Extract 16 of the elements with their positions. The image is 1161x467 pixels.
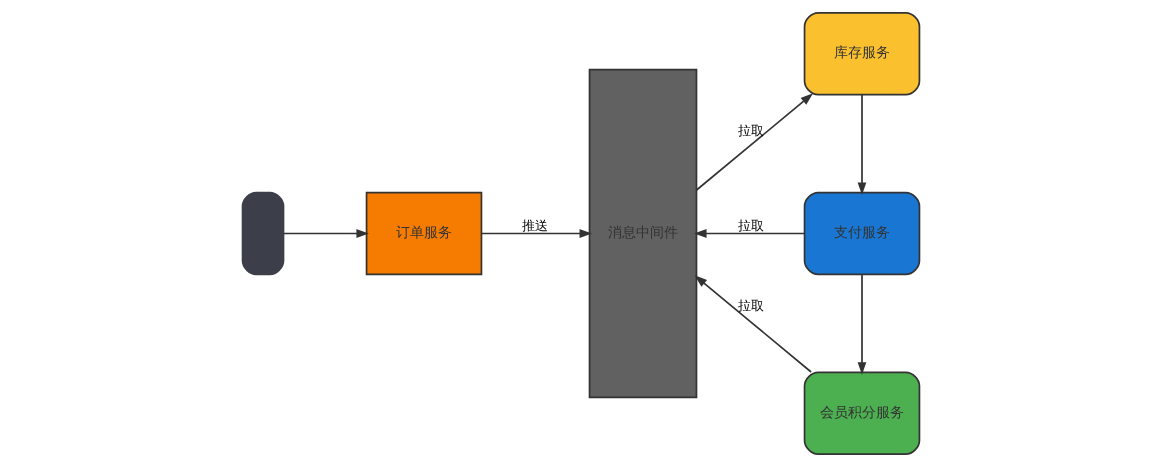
edge-label: 拉取 xyxy=(737,297,764,313)
node-box: 支付服务 xyxy=(803,191,920,276)
arrow xyxy=(857,273,866,375)
node-phone xyxy=(241,191,284,276)
edge-label: 推送 xyxy=(521,217,548,233)
arrow xyxy=(480,229,592,238)
edge-label: 拉取 xyxy=(737,217,764,233)
node-box: 库存服务 xyxy=(803,11,920,96)
arrow xyxy=(282,229,369,238)
node-box: 订单服务 xyxy=(365,191,482,276)
arrow xyxy=(695,93,813,191)
arrow xyxy=(693,229,805,238)
node-box: 会员积分服务 xyxy=(803,371,920,456)
edge-label: 拉取 xyxy=(737,123,764,139)
arrow xyxy=(857,94,866,195)
arrow xyxy=(694,275,812,373)
